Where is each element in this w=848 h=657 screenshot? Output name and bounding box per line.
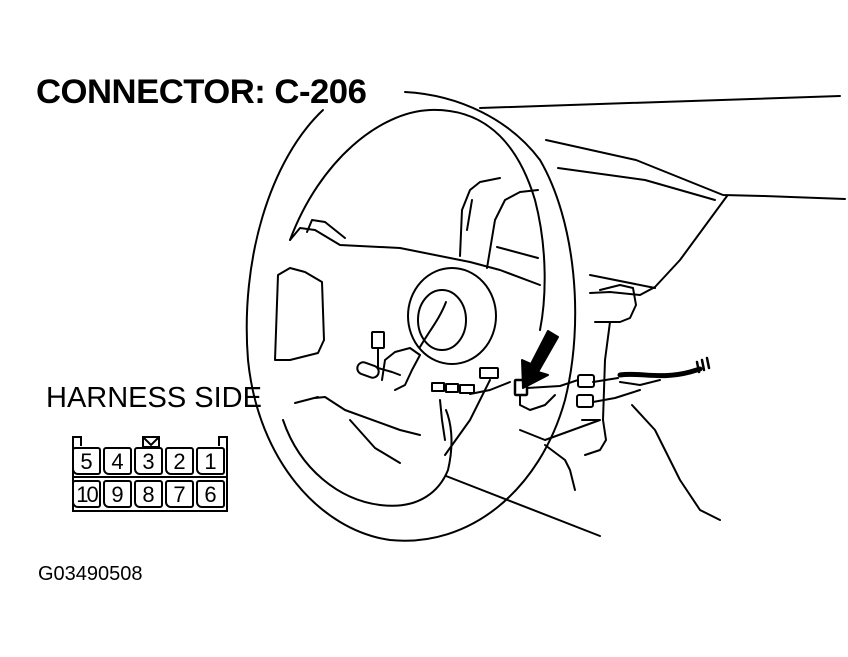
dash-panel-ledge [589,274,656,289]
pin-9: 9 [103,480,132,508]
column-lines [439,379,491,456]
target-connector-wire [519,394,556,411]
harness-break-marks [695,356,711,374]
pin-2: 2 [165,447,194,475]
harness-connector-c2 [445,383,459,393]
harness-connector-f [576,394,594,408]
clock-spring-inner [417,289,467,351]
harness-connector-b [356,361,380,379]
connector-row-divider [72,476,228,478]
connector-title: CONNECTOR: C-206 [36,73,367,111]
figure-id: G03490508 [38,563,143,585]
lower-spoke-inner [349,419,401,464]
steering-wheel-lower-spoke [314,396,421,436]
harness-side-label: HARNESS SIDE [46,382,262,414]
connector-latch-left [72,436,82,446]
harness-wire-d [592,379,661,403]
pin-5: 5 [72,447,101,475]
steering-wheel-upper-spoke [289,227,541,286]
pin-7: 7 [165,480,194,508]
harness-connector-e [577,374,595,388]
steering-wheel-inner-rim-upper [289,108,546,331]
column-cover-top [594,284,637,323]
harness-connector-c3 [459,384,475,394]
connector-housing [72,444,228,512]
pin-6: 6 [196,480,225,508]
lower-dash-line [631,404,721,521]
main-harness-bundle [617,366,703,379]
dash-top-line [479,95,841,109]
harness-wire-a [377,347,401,376]
connector-row-top: 5 4 3 2 1 [72,447,228,477]
column-cover-right [584,321,611,456]
harness-wire-c [526,377,619,389]
spoke-right-contour [459,177,501,257]
steering-wheel-inner-rim-lower [282,409,453,507]
harness-wire-b [469,381,511,395]
harness-connector-d [479,367,499,379]
connector-row-bottom: 10 9 8 7 6 [72,480,228,510]
harness-connector-c1 [431,382,445,392]
harness-label-leader [294,396,319,404]
spoke-notch [306,219,346,239]
column-cover-tail [544,444,576,491]
pin-10: 10 [72,480,101,508]
pin-3: 3 [134,447,163,475]
pin-8: 8 [134,480,163,508]
spoke-right-inner [486,189,539,269]
dash-inner-line [557,167,716,201]
connector-face-diagram: 5 4 3 2 1 10 9 8 7 6 [72,436,228,512]
pin-1: 1 [196,447,225,475]
steering-wheel-left-pad [274,267,325,361]
dash-contour-line [545,139,846,200]
column-cover-lower [519,419,601,441]
floor-line [445,475,601,537]
connector-latch-right [218,436,228,446]
arrow-pointer-icon [521,330,559,389]
clock-spring-ribbon [381,347,421,391]
harness-connector-a [371,331,385,349]
clock-spring-outer [407,267,497,365]
steering-wheel-outer-rim [245,91,577,542]
clock-spring-detail [419,301,447,348]
dash-panel-edge [589,195,728,296]
pin-4: 4 [103,447,132,475]
spoke-right-line [496,246,539,259]
